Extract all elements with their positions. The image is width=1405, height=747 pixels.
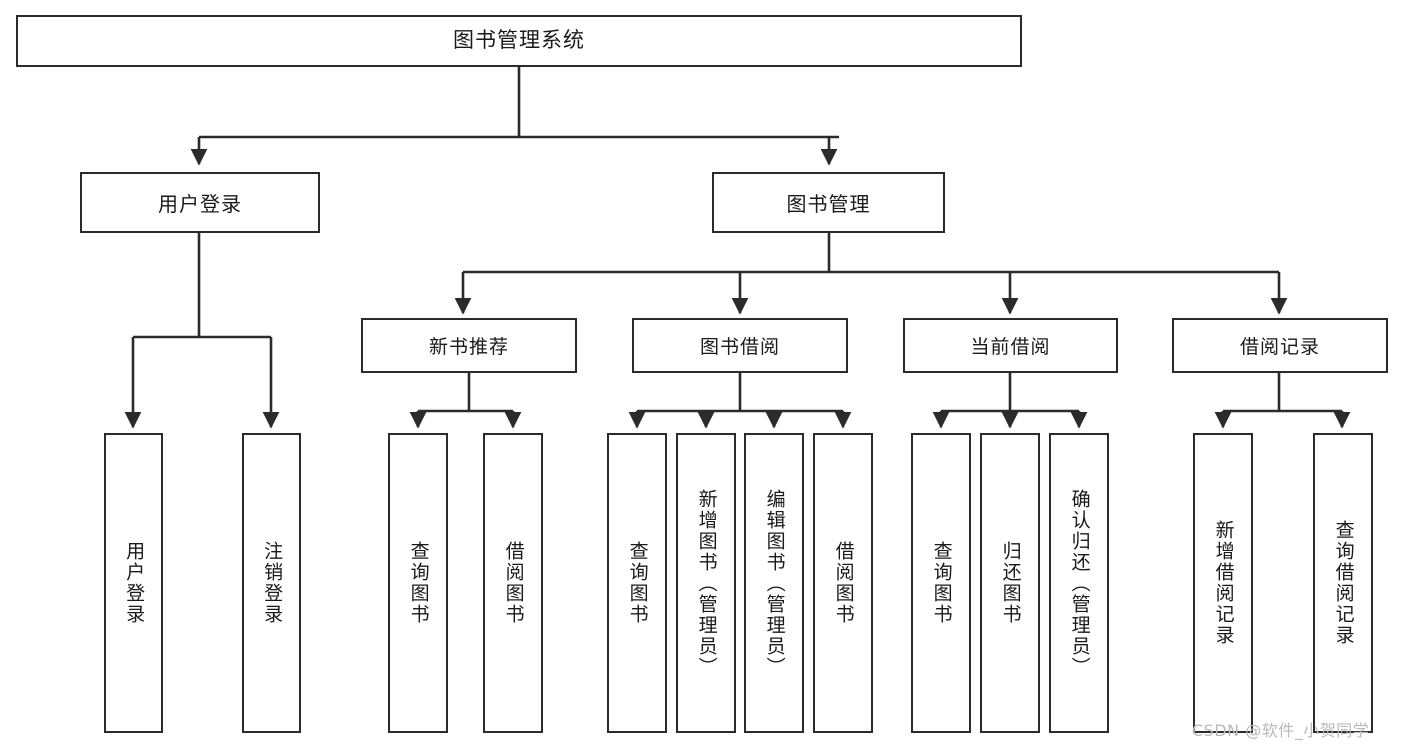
leaf-user-login-signout[interactable]: 注销登录 <box>242 433 301 733</box>
leaf-label: 借阅图书 <box>502 541 525 625</box>
leaf-user-login-signin[interactable]: 用户登录 <box>104 433 163 733</box>
leaf-label: 借阅图书 <box>832 541 855 625</box>
leaf-borrow-add-book-admin[interactable]: 新增图书（管理员） <box>676 433 736 733</box>
node-book-management[interactable]: 图书管理 <box>712 172 945 233</box>
leaf-current-return-book[interactable]: 归还图书 <box>980 433 1040 733</box>
leaf-borrow-query-book[interactable]: 查询图书 <box>607 433 667 733</box>
node-book-borrow[interactable]: 图书借阅 <box>632 318 848 373</box>
node-borrow-record-label: 借阅记录 <box>1239 336 1320 358</box>
leaf-label: 注销登录 <box>261 541 284 625</box>
node-current-borrow-label: 当前借阅 <box>970 336 1051 358</box>
leaf-current-query-book[interactable]: 查询图书 <box>911 433 971 733</box>
leaf-record-add-record[interactable]: 新增借阅记录 <box>1193 433 1253 733</box>
leaf-label: 查询图书 <box>930 541 953 625</box>
leaf-record-query-record[interactable]: 查询借阅记录 <box>1313 433 1373 733</box>
node-root-label: 图书管理系统 <box>453 28 585 53</box>
leaf-label: 编辑图书（管理员） <box>763 488 786 678</box>
node-new-book-recommend[interactable]: 新书推荐 <box>361 318 577 373</box>
node-borrow-record[interactable]: 借阅记录 <box>1172 318 1388 373</box>
leaf-label: 确认归还（管理员） <box>1068 488 1091 678</box>
node-user-login[interactable]: 用户登录 <box>80 172 320 233</box>
leaf-borrow-borrow-book[interactable]: 借阅图书 <box>813 433 873 733</box>
leaf-label: 新增借阅记录 <box>1212 520 1235 646</box>
leaf-recommend-borrow-book[interactable]: 借阅图书 <box>483 433 543 733</box>
node-user-login-label: 用户登录 <box>158 192 242 216</box>
node-current-borrow[interactable]: 当前借阅 <box>903 318 1118 373</box>
leaf-recommend-query-book[interactable]: 查询图书 <box>388 433 448 733</box>
leaf-borrow-edit-book-admin[interactable]: 编辑图书（管理员） <box>744 433 804 733</box>
node-book-borrow-label: 图书借阅 <box>699 336 780 358</box>
node-new-book-recommend-label: 新书推荐 <box>428 336 509 358</box>
leaf-current-confirm-return-admin[interactable]: 确认归还（管理员） <box>1049 433 1109 733</box>
leaf-label: 查询图书 <box>407 541 430 625</box>
node-book-management-label: 图书管理 <box>786 192 871 216</box>
node-root[interactable]: 图书管理系统 <box>16 15 1022 67</box>
leaf-label: 新增图书（管理员） <box>695 488 718 678</box>
leaf-label: 查询图书 <box>626 541 649 625</box>
leaf-label: 归还图书 <box>999 541 1022 625</box>
leaf-label: 用户登录 <box>123 541 146 625</box>
leaf-label: 查询借阅记录 <box>1332 520 1355 646</box>
